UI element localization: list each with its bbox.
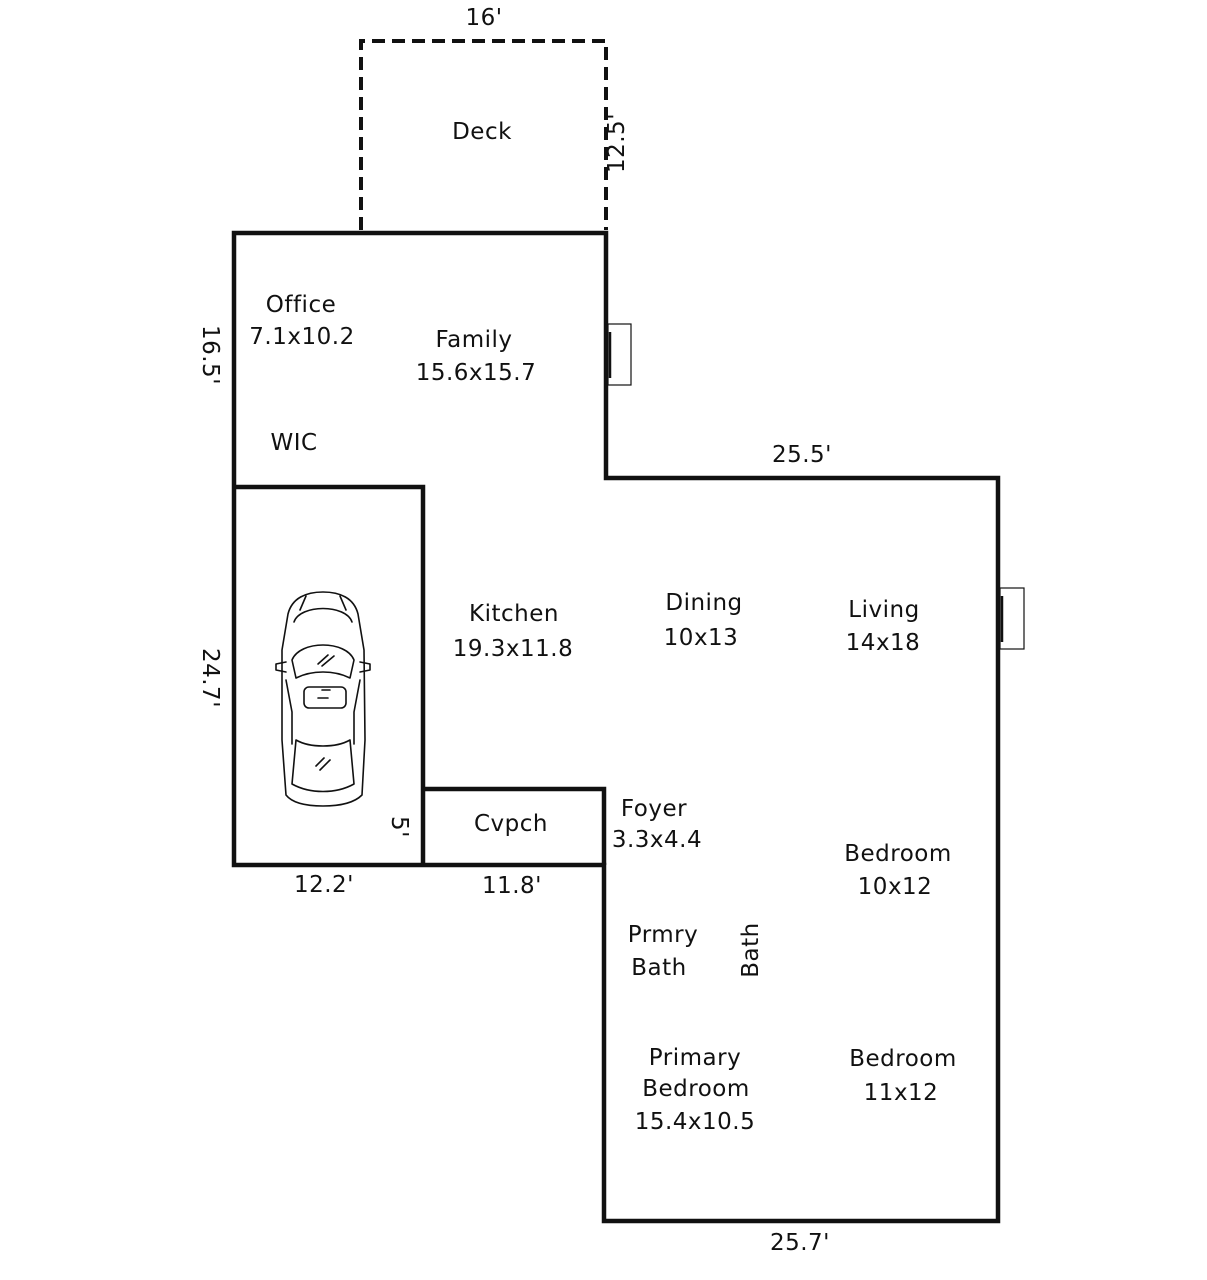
room-bedroom-3-size: 11x12 <box>864 1080 939 1106</box>
dimension-garage-side: 5' <box>386 816 412 838</box>
room-primary-bedroom-line2: Bedroom <box>642 1076 750 1102</box>
room-primary-bedroom-size: 15.4x10.5 <box>635 1109 756 1135</box>
room-kitchen-size: 19.3x11.8 <box>453 636 574 662</box>
room-bedroom-3-name: Bedroom <box>849 1046 957 1072</box>
dimension-east-step: 25.5' <box>772 442 832 468</box>
room-deck-name: Deck <box>452 119 512 145</box>
garage-wall <box>234 484 426 865</box>
room-primary-bath-line1: Prmry <box>628 922 699 948</box>
room-family-name: Family <box>435 327 512 353</box>
room-foyer-name: Foyer <box>621 796 687 822</box>
room-dining-size: 10x13 <box>664 625 739 651</box>
room-office-size: 7.1x10.2 <box>249 324 354 350</box>
fireplace-icon <box>999 587 1025 650</box>
room-primary-bedroom-line1: Primary <box>649 1045 741 1071</box>
room-cvpch-name: Cvpch <box>474 811 548 837</box>
room-bedroom-2-size: 10x12 <box>858 874 933 900</box>
dimension-cvpch-bottom: 11.8' <box>482 873 542 899</box>
deck-outline <box>359 39 608 230</box>
dimension-south: 25.7' <box>770 1230 830 1256</box>
room-living-name: Living <box>848 597 919 623</box>
room-wic-name: WIC <box>270 430 317 456</box>
dimension-west-upper: 16.5' <box>197 325 223 385</box>
room-bedroom-2-name: Bedroom <box>844 841 952 867</box>
room-family-size: 15.6x15.7 <box>416 360 537 386</box>
room-bath-name: Bath <box>738 922 764 977</box>
room-living-size: 14x18 <box>846 630 921 656</box>
dimension-deck-width: 16' <box>465 5 502 31</box>
dimension-deck-depth: 12.5' <box>604 113 630 173</box>
cvpch-wall <box>423 786 607 865</box>
room-dining-name: Dining <box>665 590 742 616</box>
room-office-name: Office <box>266 292 336 318</box>
fireplace-icon <box>607 323 632 386</box>
car-icon <box>275 591 371 807</box>
exterior-wall <box>231 230 1001 1224</box>
room-foyer-size: 3.3x4.4 <box>612 827 702 853</box>
dimension-west-lower: 24.7' <box>197 648 223 708</box>
room-primary-bath-line2: Bath <box>631 955 686 981</box>
dimension-garage-bottom: 12.2' <box>294 872 354 898</box>
room-kitchen-name: Kitchen <box>469 601 559 627</box>
